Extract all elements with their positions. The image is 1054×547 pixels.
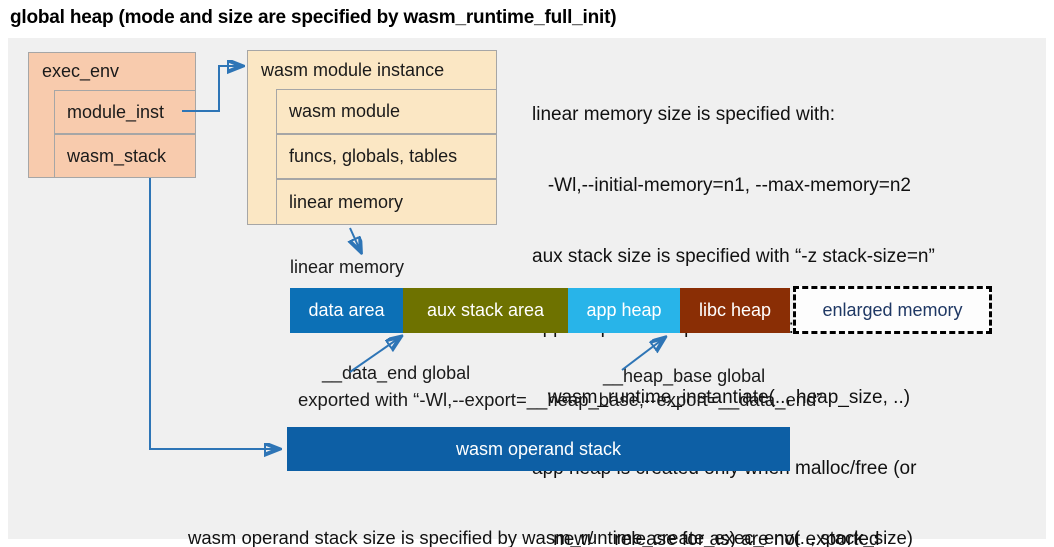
linear-memory-bar: data area aux stack area app heap libc h… — [290, 288, 790, 333]
note-line: __new/__release for as) are not exported — [532, 528, 880, 547]
module-instance-box: wasm module instance wasm module funcs, … — [247, 50, 497, 225]
module-instance-row-wasm-module: wasm module — [276, 89, 496, 134]
exec-env-box: exec_env module_inst wasm_stack — [28, 52, 196, 178]
footer-line: wasm operand stack size is specified by … — [188, 526, 913, 547]
module-instance-row-funcs-globals-tables: funcs, globals, tables — [276, 134, 496, 179]
segment-libc-heap: libc heap — [680, 288, 790, 333]
wasm-operand-stack-bar: wasm operand stack — [287, 427, 790, 471]
export-flags-label: exported with “-Wl,--export=__heap_base,… — [298, 389, 823, 410]
exec-env-row-wasm-stack: wasm_stack — [54, 134, 195, 178]
note-line: aux stack size is specified with “-z sta… — [532, 245, 935, 267]
segment-enlarged-memory: enlarged memory — [793, 286, 992, 334]
note-line: linear memory size is specified with: — [532, 104, 836, 126]
heap-base-global-label: __heap_base global — [603, 366, 766, 386]
exec-env-header: exec_env — [42, 61, 120, 81]
operand-stack-notes: wasm operand stack size is specified by … — [188, 481, 913, 547]
module-instance-header: wasm module instance — [261, 59, 445, 80]
diagram-panel: exec_env module_inst wasm_stack wasm mod… — [8, 38, 1046, 547]
segment-aux-stack-area: aux stack area — [403, 288, 568, 333]
exec-env-row-module-inst: module_inst — [54, 90, 195, 134]
segment-data-area: data area — [290, 288, 403, 333]
note-line: wasm_runtime_instantiate(.., heap_size, … — [532, 387, 911, 409]
data-end-global-label: __data_end global — [322, 363, 471, 383]
diagram-title: global heap (mode and size are specified… — [10, 7, 617, 28]
note-line: -Wl,--initial-memory=n1, --max-memory=n2 — [532, 174, 911, 196]
module-instance-row-linear-memory: linear memory — [276, 179, 496, 225]
segment-app-heap: app heap — [568, 288, 680, 333]
linear-memory-label: linear memory — [290, 257, 405, 277]
